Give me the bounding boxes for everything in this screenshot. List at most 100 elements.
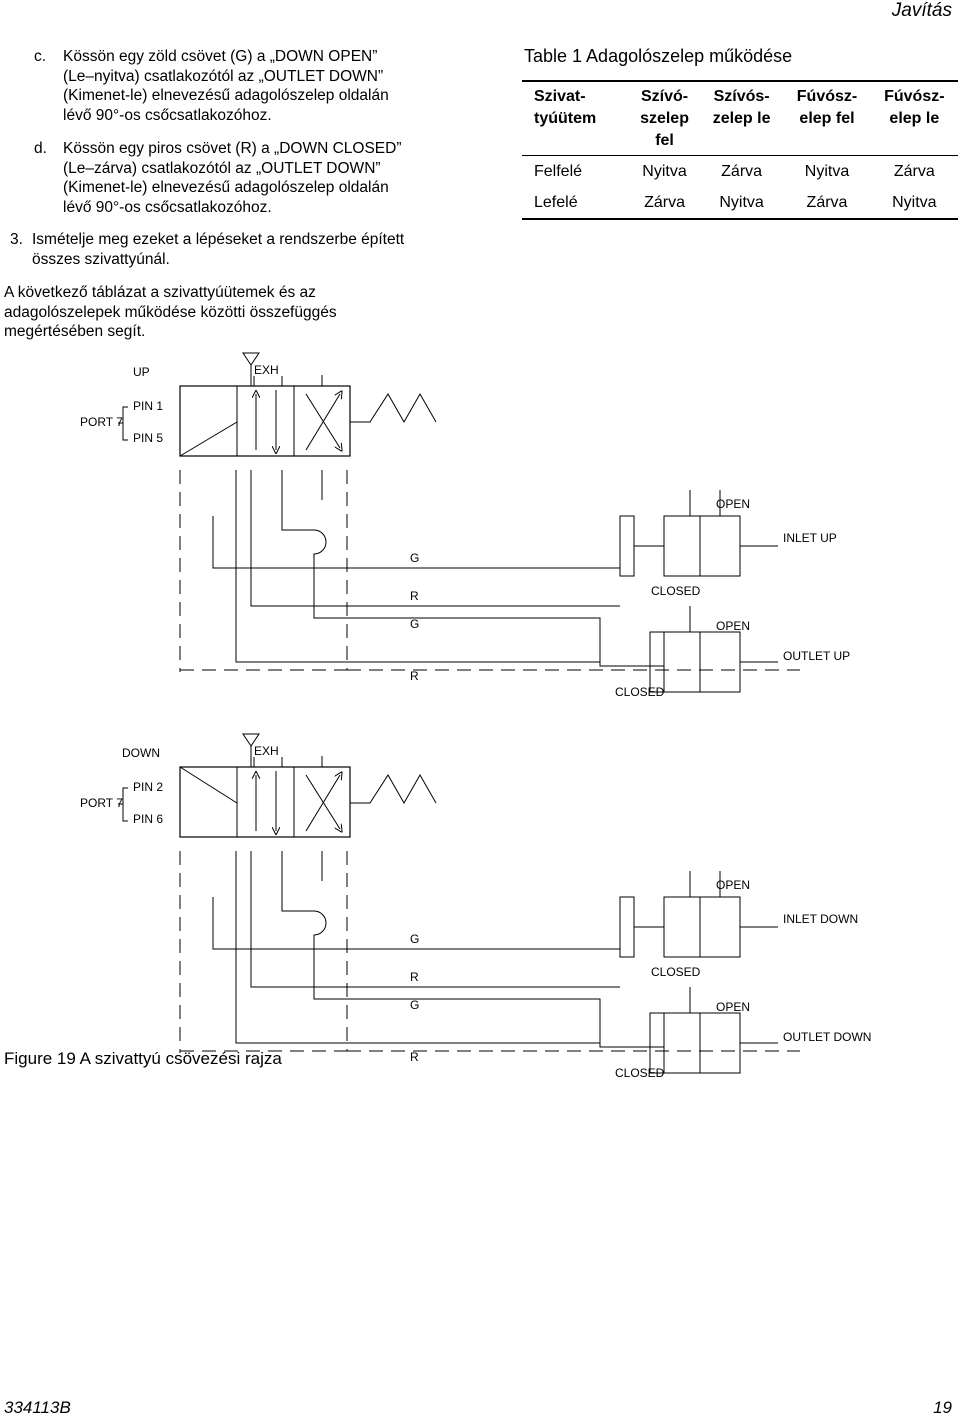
crossed-arrow (305, 774, 340, 829)
pin-bracket (122, 406, 128, 441)
step-d-line: (Le–zárva) csatlakozótól az „OUTLET DOWN… (63, 159, 381, 177)
exhaust-symbol (242, 352, 260, 366)
tube-label-g: G (410, 617, 419, 631)
tube-red (250, 851, 620, 988)
valve-body (179, 385, 351, 457)
port-state-label: CLOSED (651, 965, 701, 979)
port-state-label: CLOSED (615, 685, 665, 699)
table-cell: Nyitva (804, 163, 850, 180)
exhaust-symbol (242, 733, 260, 747)
pin-label: PIN 1 (133, 399, 163, 413)
valve-body (663, 515, 741, 577)
table-header-cell: Fúvósz-elep fel (783, 80, 871, 156)
section-title: Javítás (891, 0, 952, 21)
tube-label-r: R (410, 669, 419, 683)
intro-paragraph: A következő táblázat a szivattyúütemek é… (4, 283, 384, 342)
intro-line: megértésében segít. (4, 323, 146, 340)
table-cell: Zárva (783, 187, 871, 220)
table-header-cell: Szívós-zelep le (699, 80, 784, 156)
intro-line: A következő táblázat a szivattyúütemek é… (4, 284, 316, 301)
tube-green-2 (313, 965, 664, 1048)
intro-line: adagolószelepek működése közötti összefü… (4, 303, 337, 321)
tube-green-2 (313, 584, 664, 667)
tube-green (212, 516, 620, 569)
port-state-label: CLOSED (651, 584, 701, 598)
table-cell: Nyitva (870, 187, 958, 220)
tube-crossover (281, 851, 327, 965)
mode-label: DOWN (122, 746, 160, 760)
tube-label-r: R (410, 970, 419, 984)
exhaust-label: EXH (254, 363, 279, 377)
crossed-arrow (305, 775, 340, 832)
return-spring (350, 773, 437, 805)
port-state-label: CLOSED (615, 1066, 665, 1080)
step-d: d. Kössön egy piros csövet (R) a „DOWN C… (34, 139, 464, 217)
valve-name-label: OUTLET UP (783, 649, 850, 663)
solenoid-diagonal (179, 421, 238, 457)
tube-red-2 (235, 470, 600, 663)
step-3: 3. Ismételje meg ezeket a lépéseket a re… (10, 230, 470, 269)
valve-name-label: INLET DOWN (783, 912, 858, 926)
step-c-line: lévő 90°-os csőcsatlakozóhoz. (63, 106, 272, 124)
table-cell: Zárva (629, 187, 700, 220)
port-state-label: OPEN (716, 619, 750, 633)
table-cell: Zárva (721, 163, 763, 180)
solenoid-diagonal (179, 766, 238, 804)
table-cell: Lefelé (522, 187, 630, 220)
table-header-cell: Fúvósz-elep le (870, 80, 958, 156)
step-d-line: (Kimenet-le) elnevezésű adagolószelep ol… (63, 179, 389, 196)
step-d-marker: d. (34, 140, 47, 157)
tube-red (250, 470, 620, 607)
valve-cap (649, 1012, 665, 1074)
pin-bracket (122, 787, 128, 822)
table-cell: Felfelé (534, 163, 583, 180)
pin-label: PIN 2 (133, 780, 163, 794)
valve-name-label: OUTLET DOWN (783, 1030, 871, 1044)
step-c-line: (Kimenet-le) elnevezésű adagolószelep ol… (63, 87, 389, 104)
valve-cap (649, 631, 665, 693)
table-row: Felfelé Nyitva Zárva Nyitva Zárva (522, 156, 958, 188)
exhaust-label: EXH (254, 744, 279, 758)
port-state-label: OPEN (716, 1000, 750, 1014)
table-row: Lefelé Zárva Nyitva Zárva Nyitva (522, 187, 958, 220)
crossed-arrow (305, 393, 340, 448)
valve-body (663, 896, 741, 958)
table-cell: Nyitva (699, 187, 784, 220)
tube-label-g: G (410, 551, 419, 565)
valve-body (663, 1012, 741, 1074)
port-state-label: OPEN (716, 878, 750, 892)
step-c-line: Kössön egy zöld csövet (G) a „DOWN OPEN” (63, 48, 378, 65)
pin-label: PIN 5 (133, 431, 163, 445)
step-c: c. Kössön egy zöld csövet (G) a „DOWN OP… (34, 47, 464, 125)
valve-name-label: INLET UP (783, 531, 837, 545)
step-3-line: összes szivattyúnál. (32, 250, 170, 268)
pin-label: PIN 6 (133, 812, 163, 826)
tube-red-2 (235, 851, 600, 1044)
table-cell: Nyitva (642, 163, 687, 180)
tube-label-g: G (410, 998, 419, 1012)
step-d-line: Kössön egy piros csövet (R) a „DOWN CLOS… (63, 140, 402, 157)
return-spring (350, 392, 437, 424)
table-header-cell: Szivat-tyúütem (522, 80, 630, 156)
figure-caption: Figure 19 A szivattyú csövezési rajza (4, 1049, 282, 1068)
step-3-marker: 3. (10, 231, 23, 248)
port-label: PORT 7 (80, 796, 123, 810)
tube-label-r: R (410, 589, 419, 603)
port-state-label: OPEN (716, 497, 750, 511)
step-c-marker: c. (34, 48, 47, 65)
step-3-line: Ismételje meg ezeket a lépéseket a rends… (32, 231, 405, 248)
crossed-arrow (305, 394, 340, 451)
tube-label-r: R (410, 1050, 419, 1064)
table-title: Table 1 Adagolószelep működése (524, 46, 793, 66)
tube-crossover (281, 470, 327, 584)
step-c-line: (Le–nyitva) csatlakozótól az „OUTLET DOW… (63, 67, 384, 85)
tube-green (212, 897, 620, 950)
footer-doc-number: 334113B (4, 1398, 71, 1417)
valve-body (663, 631, 741, 693)
footer-page-number: 19 (933, 1398, 952, 1417)
port-label: PORT 7 (80, 415, 123, 429)
